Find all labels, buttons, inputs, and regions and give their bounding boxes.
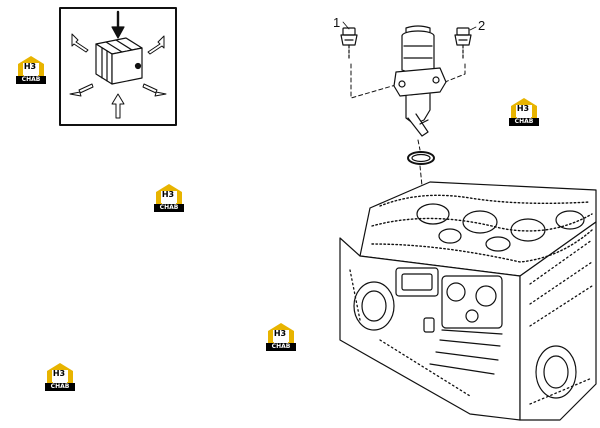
- callout-1-label: 1: [333, 15, 341, 30]
- h3-chab-logo-icon: H3 CHAB: [16, 55, 50, 85]
- solenoid-sensor: [393, 25, 447, 137]
- inset-flow-diagram: [59, 7, 177, 126]
- h3-chab-logo-icon: H3 CHAB: [509, 97, 543, 127]
- h3-chab-logo-icon: H3 CHAB: [45, 362, 79, 392]
- screw-2: [454, 26, 477, 61]
- h3-chab-logo-icon: H3 CHAB: [154, 183, 188, 213]
- deck-holes: [371, 194, 593, 263]
- side-holes: [349, 239, 593, 405]
- force-down-arrow-icon: [111, 10, 125, 39]
- hollow-arrows-icon: [69, 33, 167, 119]
- cylinder-bores: [416, 203, 585, 252]
- relay-block-icon: [95, 37, 143, 85]
- screw-1: [340, 21, 358, 61]
- engine-block: [339, 181, 597, 421]
- o-ring-seal: [407, 151, 435, 165]
- callout-2-label: 2: [478, 18, 486, 33]
- h3-chab-logo-icon: H3 CHAB: [266, 322, 300, 352]
